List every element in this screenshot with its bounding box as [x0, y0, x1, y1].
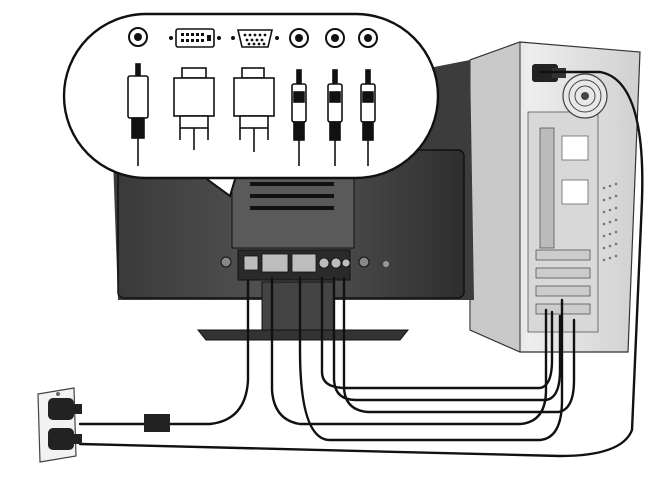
vga-port-icon [231, 29, 279, 48]
power-plug-icon [48, 428, 82, 450]
wall-outlet [37, 387, 82, 463]
power-cable-monitor [78, 278, 250, 426]
plug-row [127, 63, 376, 166]
power-plug-icon [48, 398, 82, 420]
ferrite-core [144, 414, 170, 432]
connector-panel-callout [62, 12, 440, 198]
power-cable-computer [78, 70, 644, 458]
rca-plug-icon [327, 69, 343, 166]
computer-tower [469, 41, 641, 353]
rca-jack-icon [325, 28, 345, 48]
rca-plug-icon [291, 69, 307, 166]
dvi-plug-icon [173, 67, 215, 150]
monitor-rear-ports [243, 253, 351, 273]
fan-icon [562, 73, 608, 119]
rca-plug-icon [360, 69, 376, 166]
rca-jack-icon [289, 28, 309, 48]
audio-plug-icon [127, 63, 149, 166]
audio-jack-icon [128, 27, 148, 47]
port-panel [128, 27, 378, 48]
rca-jack-icon [358, 28, 378, 48]
cables [78, 70, 644, 458]
dvi-port-icon [169, 28, 221, 48]
vga-plug-icon [233, 67, 275, 152]
vent-grille [602, 182, 618, 262]
